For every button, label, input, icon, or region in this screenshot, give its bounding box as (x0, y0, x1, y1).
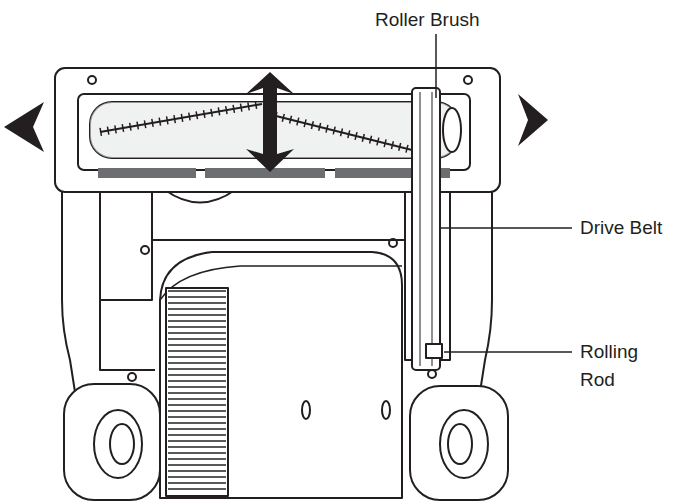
wheel-axle (448, 424, 472, 464)
wheel-hub (440, 410, 488, 478)
cup-latch (382, 401, 390, 419)
belt-edge (420, 92, 432, 366)
screw (88, 76, 96, 84)
leader-line (435, 34, 437, 98)
screw (128, 373, 136, 381)
leader-line (444, 351, 572, 353)
wheel-axle (110, 424, 134, 464)
leader-line (440, 227, 572, 229)
part-label: Roller Brush (375, 6, 525, 34)
up-down-arrow (246, 72, 294, 172)
frame-left-panel-lower (100, 300, 155, 370)
bristle-row (268, 114, 420, 152)
frame-left-side (62, 190, 75, 392)
frame-right-side (480, 190, 492, 392)
roller-end-cap (443, 108, 461, 152)
housing-strip (205, 168, 325, 178)
bristle-ticks (100, 104, 262, 132)
frame-left-panel (100, 190, 152, 300)
frame-cross-line (152, 239, 405, 241)
part-label: Drive Belt (580, 214, 685, 242)
left-arrow (4, 102, 44, 152)
right-arrow (518, 94, 548, 146)
screw (141, 246, 149, 254)
wheel-hub (94, 410, 142, 478)
drive-belt (412, 88, 440, 370)
hose-ribs (168, 290, 226, 494)
dust-cup (160, 252, 402, 498)
screw (428, 370, 436, 378)
part-label: Rolling Rod (580, 338, 660, 394)
left-wheel (64, 384, 160, 500)
right-wheel (410, 386, 508, 500)
bristle-ticks (268, 114, 420, 152)
cup-latch (302, 401, 310, 419)
hose (166, 288, 228, 496)
rolling-rod (426, 344, 442, 358)
screw (389, 239, 397, 247)
housing-strip (98, 168, 196, 178)
screw (464, 76, 472, 84)
bristle-row (100, 104, 262, 132)
